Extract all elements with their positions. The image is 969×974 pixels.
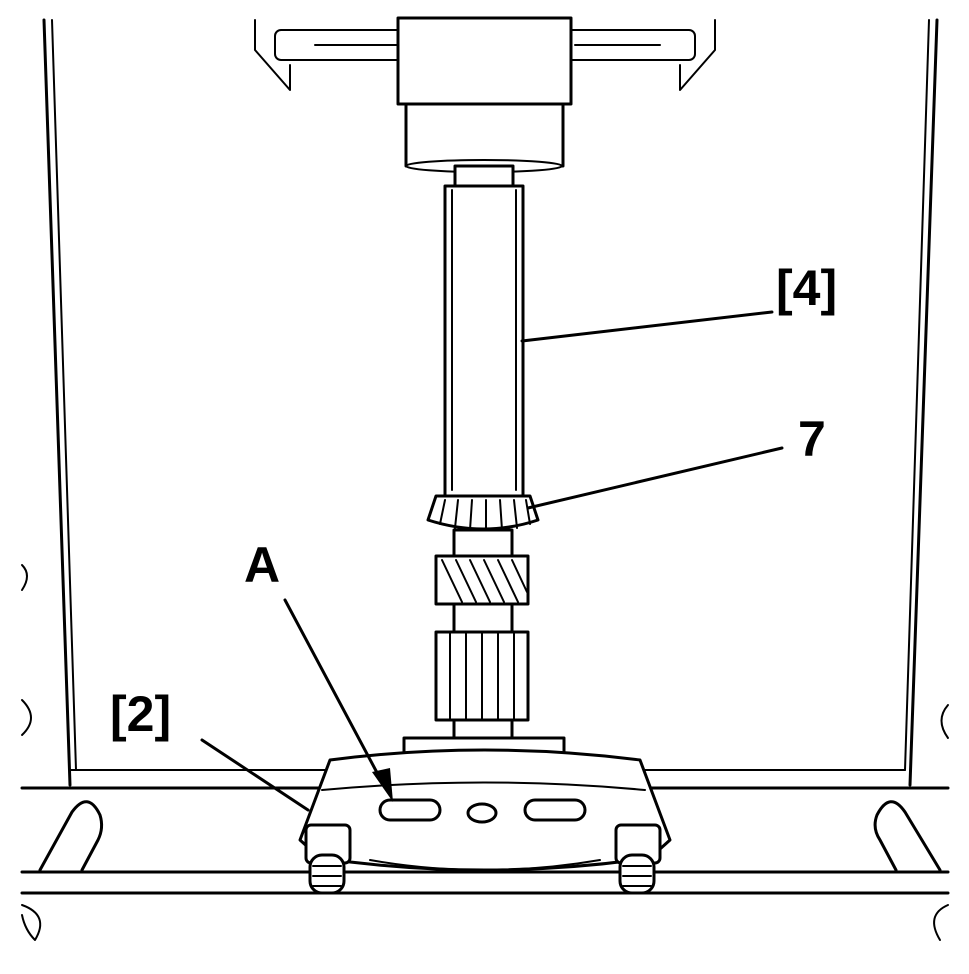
leader-bearing bbox=[526, 446, 784, 510]
press-frame bbox=[20, 18, 950, 941]
callout-gear-seat: A bbox=[244, 537, 280, 593]
callout-bearing: 7 bbox=[798, 411, 826, 467]
press-head bbox=[254, 16, 716, 173]
leader-lines bbox=[200, 310, 784, 812]
leader-shaft-tool bbox=[520, 310, 774, 343]
press-plate bbox=[298, 748, 672, 895]
shaft-tool bbox=[443, 164, 525, 500]
bearing bbox=[426, 494, 540, 531]
leader-press-plate bbox=[200, 738, 310, 812]
arrowhead-gear-seat bbox=[372, 768, 393, 802]
callout-press-plate: [2] bbox=[110, 686, 171, 742]
leader-gear-seat bbox=[283, 598, 384, 784]
callout-shaft-tool: [4] bbox=[776, 260, 837, 316]
